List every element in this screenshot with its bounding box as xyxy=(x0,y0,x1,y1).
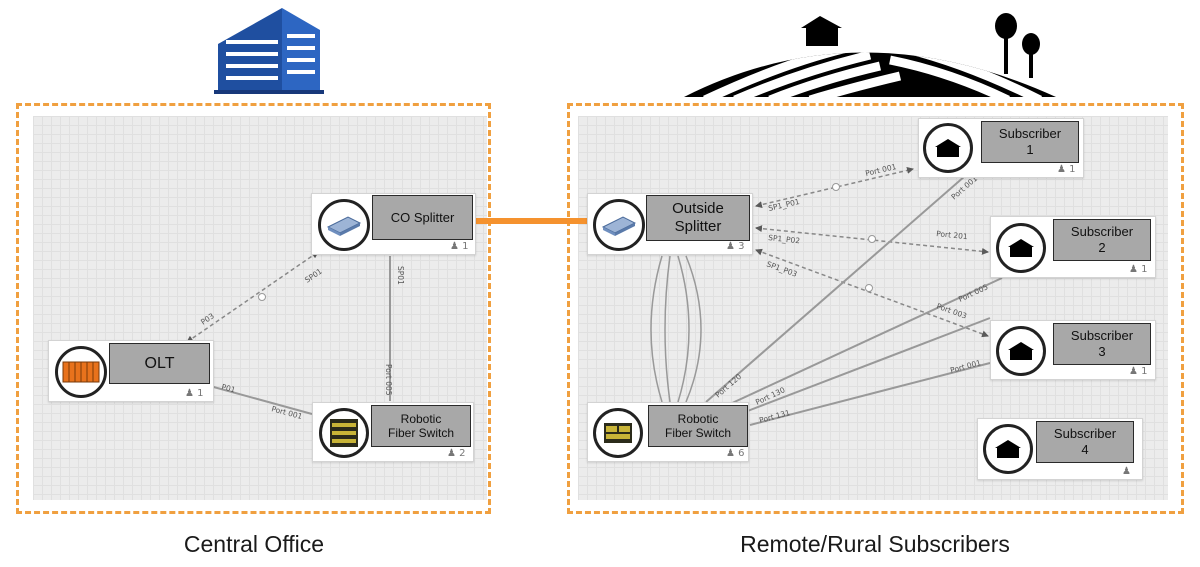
node-count-value: 1 xyxy=(197,388,204,399)
node-count-value: 1 xyxy=(1141,264,1148,275)
house-icon xyxy=(983,424,1033,474)
node-count: ♟ 2 xyxy=(447,448,466,459)
node-count: ♟ 3 xyxy=(726,241,745,252)
node-count: ♟ 1 xyxy=(450,241,469,252)
node-count: ♟ 1 xyxy=(1129,366,1148,377)
splitter-icon xyxy=(593,199,645,251)
co-splitter-node[interactable]: CO Splitter ♟ 1 xyxy=(311,193,476,255)
link-splitter-sub2 xyxy=(755,225,989,255)
splitter-icon xyxy=(318,199,370,251)
link-olt-co-splitter xyxy=(186,251,319,343)
node-label: CO Splitter xyxy=(372,195,473,240)
edge-label: Port 201 xyxy=(936,229,969,241)
link-switch-sub3 xyxy=(744,317,991,413)
node-count-value: 2 xyxy=(459,448,466,459)
node-label: Subscriber 3 xyxy=(1053,323,1151,365)
fiber-switch-icon xyxy=(319,408,369,458)
edge-label: Port 001 xyxy=(864,162,897,178)
node-count-value: 6 xyxy=(738,448,745,459)
outside-splitter-node[interactable]: Outside Splitter ♟ 3 xyxy=(587,193,753,255)
remote-zone xyxy=(567,103,1184,514)
link-switch-sub2 xyxy=(729,277,1003,405)
edge-label: SP1_P01 xyxy=(767,197,800,213)
edge-label: SP01 xyxy=(303,267,324,285)
node-label: Subscriber 1 xyxy=(981,121,1079,163)
co-fiber-switch-node[interactable]: Robotic Fiber Switch ♟ 2 xyxy=(312,402,474,462)
central-office-caption: Central Office xyxy=(183,531,325,557)
node-count-value: 1 xyxy=(462,241,469,252)
edge-label: Port 005 xyxy=(384,364,393,396)
subscriber-3-node[interactable]: Subscriber 3 ♟ 1 xyxy=(990,320,1156,380)
node-label: Robotic Fiber Switch xyxy=(648,405,748,447)
subscriber-1-node[interactable]: Subscriber 1 ♟ 1 xyxy=(918,118,1084,178)
node-count-value: 1 xyxy=(1141,366,1148,377)
edge-label: SP1_P02 xyxy=(768,233,801,245)
edge-label: Port 120 xyxy=(713,372,743,400)
house-icon xyxy=(923,123,973,173)
edge-label: Port 001 xyxy=(949,358,982,375)
node-count: ♟ 1 xyxy=(1129,264,1148,275)
edge-label: Port 130 xyxy=(754,385,787,407)
subscriber-4-node[interactable]: Subscriber 4 ♟ xyxy=(977,418,1143,480)
central-office-zone xyxy=(16,103,491,514)
node-count: ♟ 1 xyxy=(185,388,204,399)
link-splitter-sub3 xyxy=(755,248,989,338)
olt-device-icon xyxy=(55,346,107,398)
node-label: OLT xyxy=(109,343,210,384)
node-count-value: 1 xyxy=(1069,164,1076,175)
house-icon xyxy=(996,223,1046,273)
node-label: Subscriber 4 xyxy=(1036,421,1134,463)
link-olt-co-switch xyxy=(209,385,313,415)
node-count: ♟ 1 xyxy=(1057,164,1076,175)
house-icon xyxy=(996,326,1046,376)
remote-fiber-switch-node[interactable]: Robotic Fiber Switch ♟ 6 xyxy=(587,402,749,462)
node-count: ♟ 6 xyxy=(726,448,745,459)
office-building-icon xyxy=(214,8,324,94)
edge-label: SP1_P03 xyxy=(765,259,798,278)
edge-label: P01 xyxy=(220,382,236,394)
edge-label: Port 001 xyxy=(949,174,979,202)
link-switch-sub1 xyxy=(705,175,966,403)
olt-node[interactable]: OLT ♟ 1 xyxy=(48,340,214,402)
edge-label: SP01 xyxy=(396,266,405,285)
fiber-switch-icon xyxy=(593,408,643,458)
subscriber-2-node[interactable]: Subscriber 2 ♟ 1 xyxy=(990,216,1156,278)
remote-caption: Remote/Rural Subscribers xyxy=(740,531,1010,557)
edge-label: Port 131 xyxy=(758,408,791,425)
link-switch-sub4 xyxy=(749,362,991,426)
node-label: Outside Splitter xyxy=(646,195,750,241)
edge-label: Port 005 xyxy=(957,282,990,304)
node-count: ♟ xyxy=(1122,466,1131,477)
node-label: Subscriber 2 xyxy=(1053,219,1151,261)
node-label: Robotic Fiber Switch xyxy=(371,405,471,447)
node-count-value: 3 xyxy=(738,241,745,252)
